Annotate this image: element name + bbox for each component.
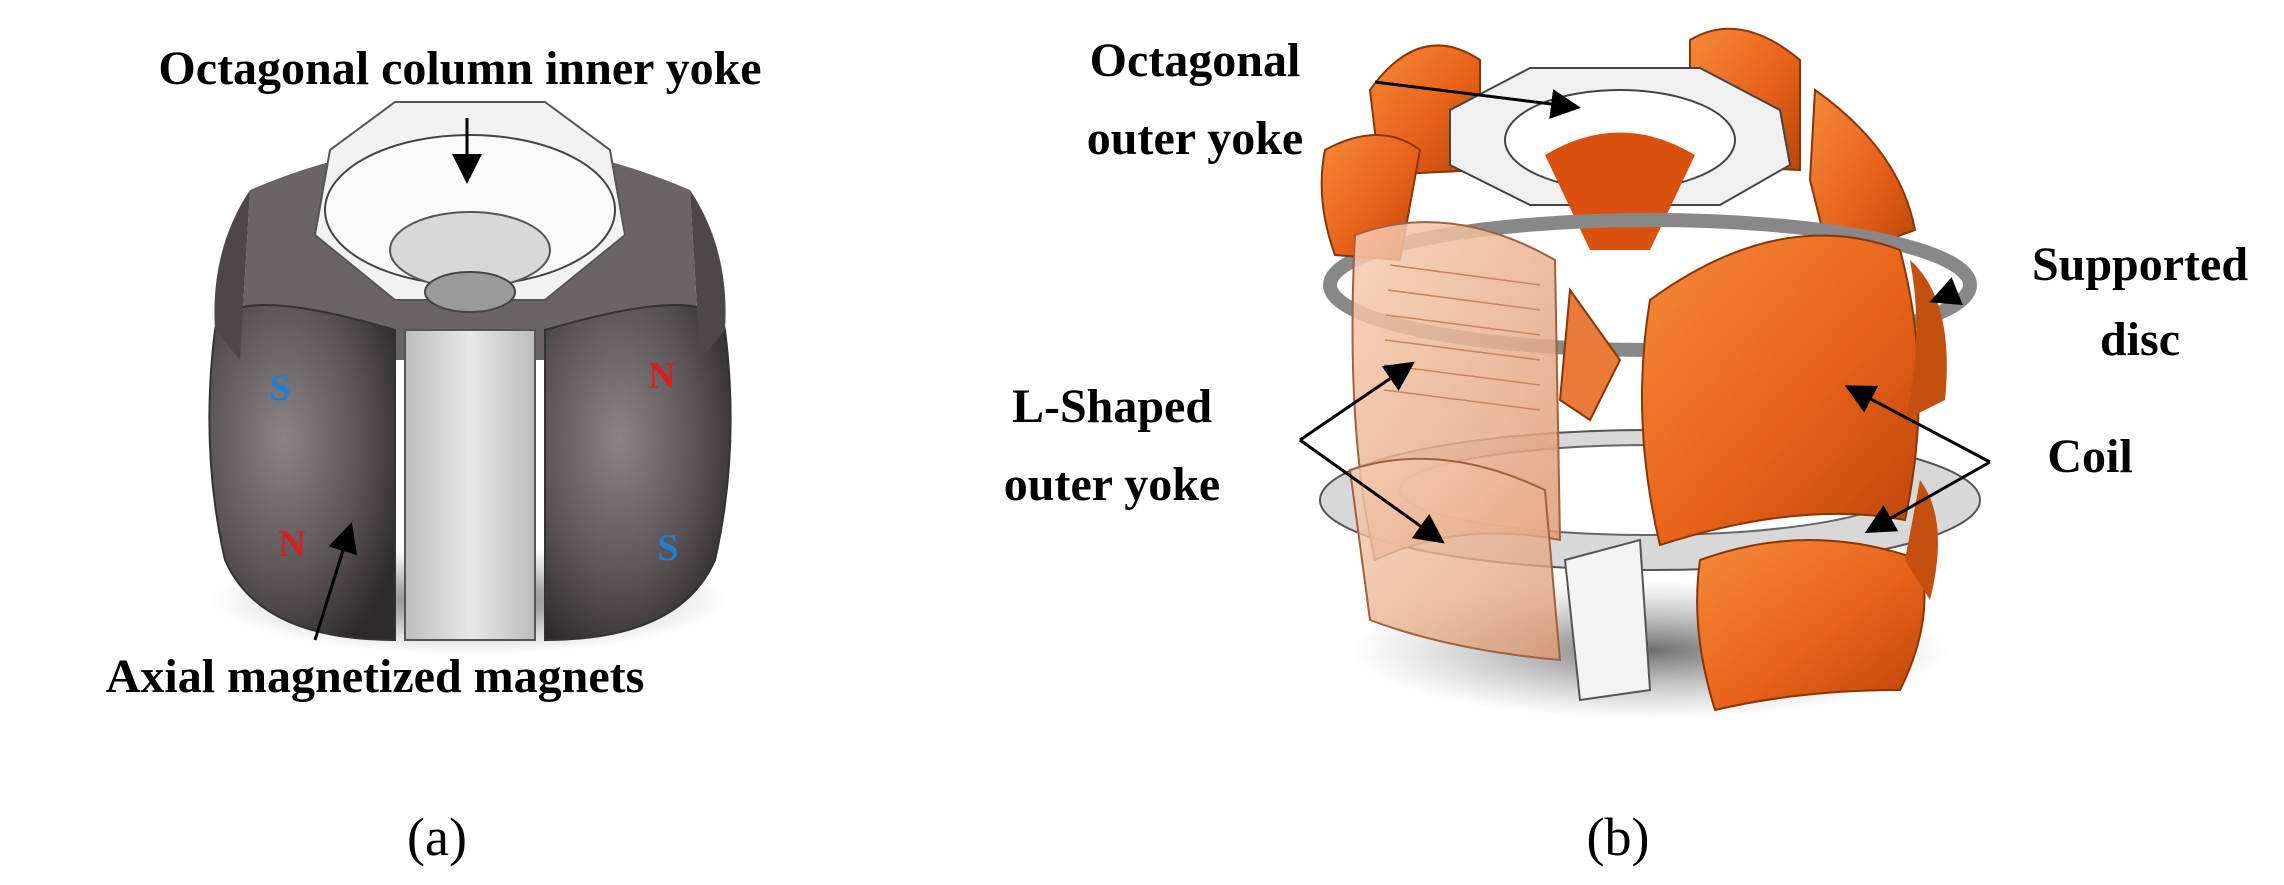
pole-label: N <box>648 355 675 397</box>
magnet-left <box>208 304 396 642</box>
magnet-far-left <box>214 190 250 360</box>
inner-coil-window <box>1545 132 1695 250</box>
coil-side <box>1905 480 1938 600</box>
label-outer-yoke-line2: outer yoke <box>1087 112 1303 165</box>
arrow-coil-upper <box>1844 385 1991 464</box>
arrow-lshaped-upper <box>1299 361 1415 442</box>
arrow-lshaped-lower <box>1299 438 1445 544</box>
inner-yoke-column <box>404 329 536 641</box>
caption-b: (b) <box>1587 807 1650 867</box>
panel-b: Octagonal outer yoke Supported disc L-Sh… <box>1004 27 2248 867</box>
arrow-disc <box>1929 277 1963 306</box>
arrow-outer-yoke <box>1374 80 1581 119</box>
label-disc-line1: Supported <box>2032 238 2248 291</box>
pole-label: S <box>269 367 290 409</box>
outer-yoke-post <box>1563 538 1652 702</box>
coil-front <box>1641 234 1920 547</box>
magnet-right <box>544 304 732 642</box>
inner-coil-segment <box>1558 287 1622 422</box>
panel-a: S N N S Octagonal column inner yoke Axia… <box>106 42 762 867</box>
l-shaped-outer-yoke-lower <box>1348 457 1562 662</box>
coil-lower <box>1696 539 1926 712</box>
inner-yoke-hole <box>424 271 516 313</box>
arrow-magnets <box>313 522 358 641</box>
label-coil: Coil <box>2047 430 2132 483</box>
caption-a: (a) <box>407 807 467 867</box>
label-lshaped-line2: outer yoke <box>1004 458 1220 511</box>
pole-label: S <box>657 527 678 569</box>
label-lshaped-line1: L-Shaped <box>1012 380 1212 433</box>
label-magnets: Axial magnetized magnets <box>106 650 645 703</box>
pole-label: N <box>278 523 305 565</box>
magnet-far-right <box>690 190 726 360</box>
label-inner-yoke: Octagonal column inner yoke <box>158 42 761 95</box>
label-outer-yoke-line1: Octagonal <box>1090 34 1301 87</box>
arrow-coil-lower <box>1864 460 1991 533</box>
coil-back <box>1808 88 1917 262</box>
label-disc-line2: disc <box>2100 313 2180 366</box>
